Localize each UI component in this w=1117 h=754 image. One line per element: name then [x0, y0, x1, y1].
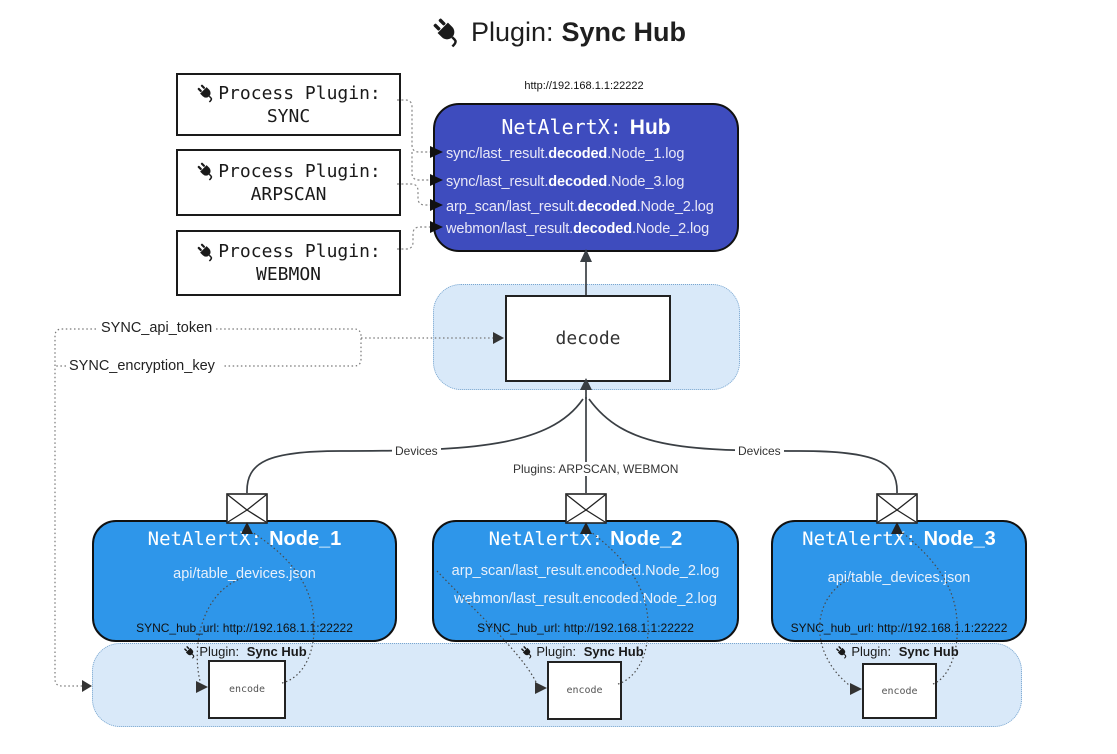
process-plugin-label: Process Plugin: — [218, 241, 381, 262]
plug-icon — [520, 644, 535, 659]
hub-title-name: Hub — [629, 116, 671, 139]
edge-label-devices-right: Devices — [735, 444, 784, 458]
encode-label: encode — [881, 685, 918, 697]
page-title-prefix: Plugin: — [470, 16, 554, 47]
decode-box: decode — [505, 295, 671, 382]
node-box-node2: NetAlertX:Node_2 arp_scan/last_result.en… — [432, 520, 739, 642]
process-plugin-label-row: Process Plugin: — [196, 83, 381, 104]
plug-icon — [183, 644, 198, 659]
encode-label: encode — [228, 684, 266, 695]
hub-log-row: webmon/last_result.decoded.Node_2.log — [446, 221, 710, 237]
node-title: NetAlertX:Node_3 — [802, 528, 996, 550]
process-plugin-label-row: Process Plugin: — [196, 241, 381, 262]
encode-box: encode — [547, 661, 622, 720]
hub-url: http://192.168.1.1:22222 — [524, 80, 644, 92]
plug-icon — [196, 241, 217, 262]
process-plugin-label-row: Process Plugin: — [196, 161, 381, 182]
process-plugin-name: SYNC — [266, 105, 311, 127]
hub-log-row: sync/last_result.decoded.Node_1.log — [446, 146, 685, 162]
process-plugin-name: ARPSCAN — [250, 183, 327, 205]
process-plugin-label: Process Plugin: — [218, 160, 381, 182]
plug-icon — [430, 16, 463, 48]
edge-label-devices-left: Devices — [392, 444, 441, 458]
setting-sync-api-token: SYNC_api_token — [98, 320, 216, 336]
hub-title: NetAlertX: Hub — [435, 115, 737, 140]
process-plugin-box-sync: Process Plugin: SYNC — [176, 73, 401, 136]
hub-title-prefix: NetAlertX: — [501, 115, 622, 139]
node-file: arp_scan/last_result.encoded.Node_2.log — [451, 563, 720, 579]
node-box-node3: NetAlertX:Node_3 api/table_devices.json … — [771, 520, 1027, 642]
plug-icon — [196, 161, 217, 181]
node-file: api/table_devices.json — [827, 570, 971, 586]
process-plugin-label: Process Plugin: — [218, 82, 381, 104]
hub-box: NetAlertX: Hub sync/last_result.decoded.N… — [433, 103, 739, 252]
page-title: Plugin: Sync Hub — [0, 16, 1117, 48]
envelope-icon — [226, 493, 268, 524]
envelope-icon — [565, 493, 607, 524]
process-plugin-box-arpscan: Process Plugin: ARPSCAN — [176, 149, 401, 216]
process-plugin-name: WEBMON — [255, 264, 322, 285]
edge-label-plugins: Plugins: ARPSCAN, WEBMON — [510, 462, 682, 476]
node-hub-url: SYNC_hub_url: http://192.168.1.1:22222 — [136, 621, 353, 635]
decode-label: decode — [555, 328, 621, 349]
hub-log-row: arp_scan/last_result.decoded.Node_2.log — [446, 199, 714, 215]
encoder-plugin-label: Plugin: Sync Hub — [175, 644, 315, 659]
node-file: api/table_devices.json — [173, 566, 316, 582]
node-title: NetAlertX:Node_1 — [147, 528, 342, 550]
node-hub-url: SYNC_hub_url: http://192.168.1.1:22222 — [790, 621, 1008, 635]
encoder-plugin-label: Plugin: Sync Hub — [512, 644, 652, 659]
envelope-icon — [876, 493, 918, 524]
encode-label: encode — [566, 685, 603, 696]
node-file: webmon/last_result.encoded.Node_2.log — [454, 591, 717, 607]
page-title-name: Sync Hub — [561, 16, 687, 47]
encode-box: encode — [208, 660, 286, 719]
plug-icon — [196, 83, 217, 103]
node-title: NetAlertX:Node_2 — [488, 528, 683, 550]
encode-box: encode — [862, 663, 937, 719]
encoder-plugin-label: Plugin: Sync Hub — [827, 644, 967, 659]
process-plugin-box-webmon: Process Plugin: WEBMON — [176, 230, 401, 296]
setting-sync-encryption-key: SYNC_encryption_key — [66, 358, 218, 374]
band-in-arrowhead — [82, 680, 92, 692]
plug-icon — [835, 644, 850, 659]
node-hub-url: SYNC_hub_url: http://192.168.1.1:22222 — [477, 621, 694, 635]
process-to-hub-connectors — [397, 99, 431, 250]
hub-log-row: sync/last_result.decoded.Node_3.log — [446, 174, 685, 190]
node-box-node1: NetAlertX:Node_1 api/table_devices.json … — [92, 520, 397, 642]
